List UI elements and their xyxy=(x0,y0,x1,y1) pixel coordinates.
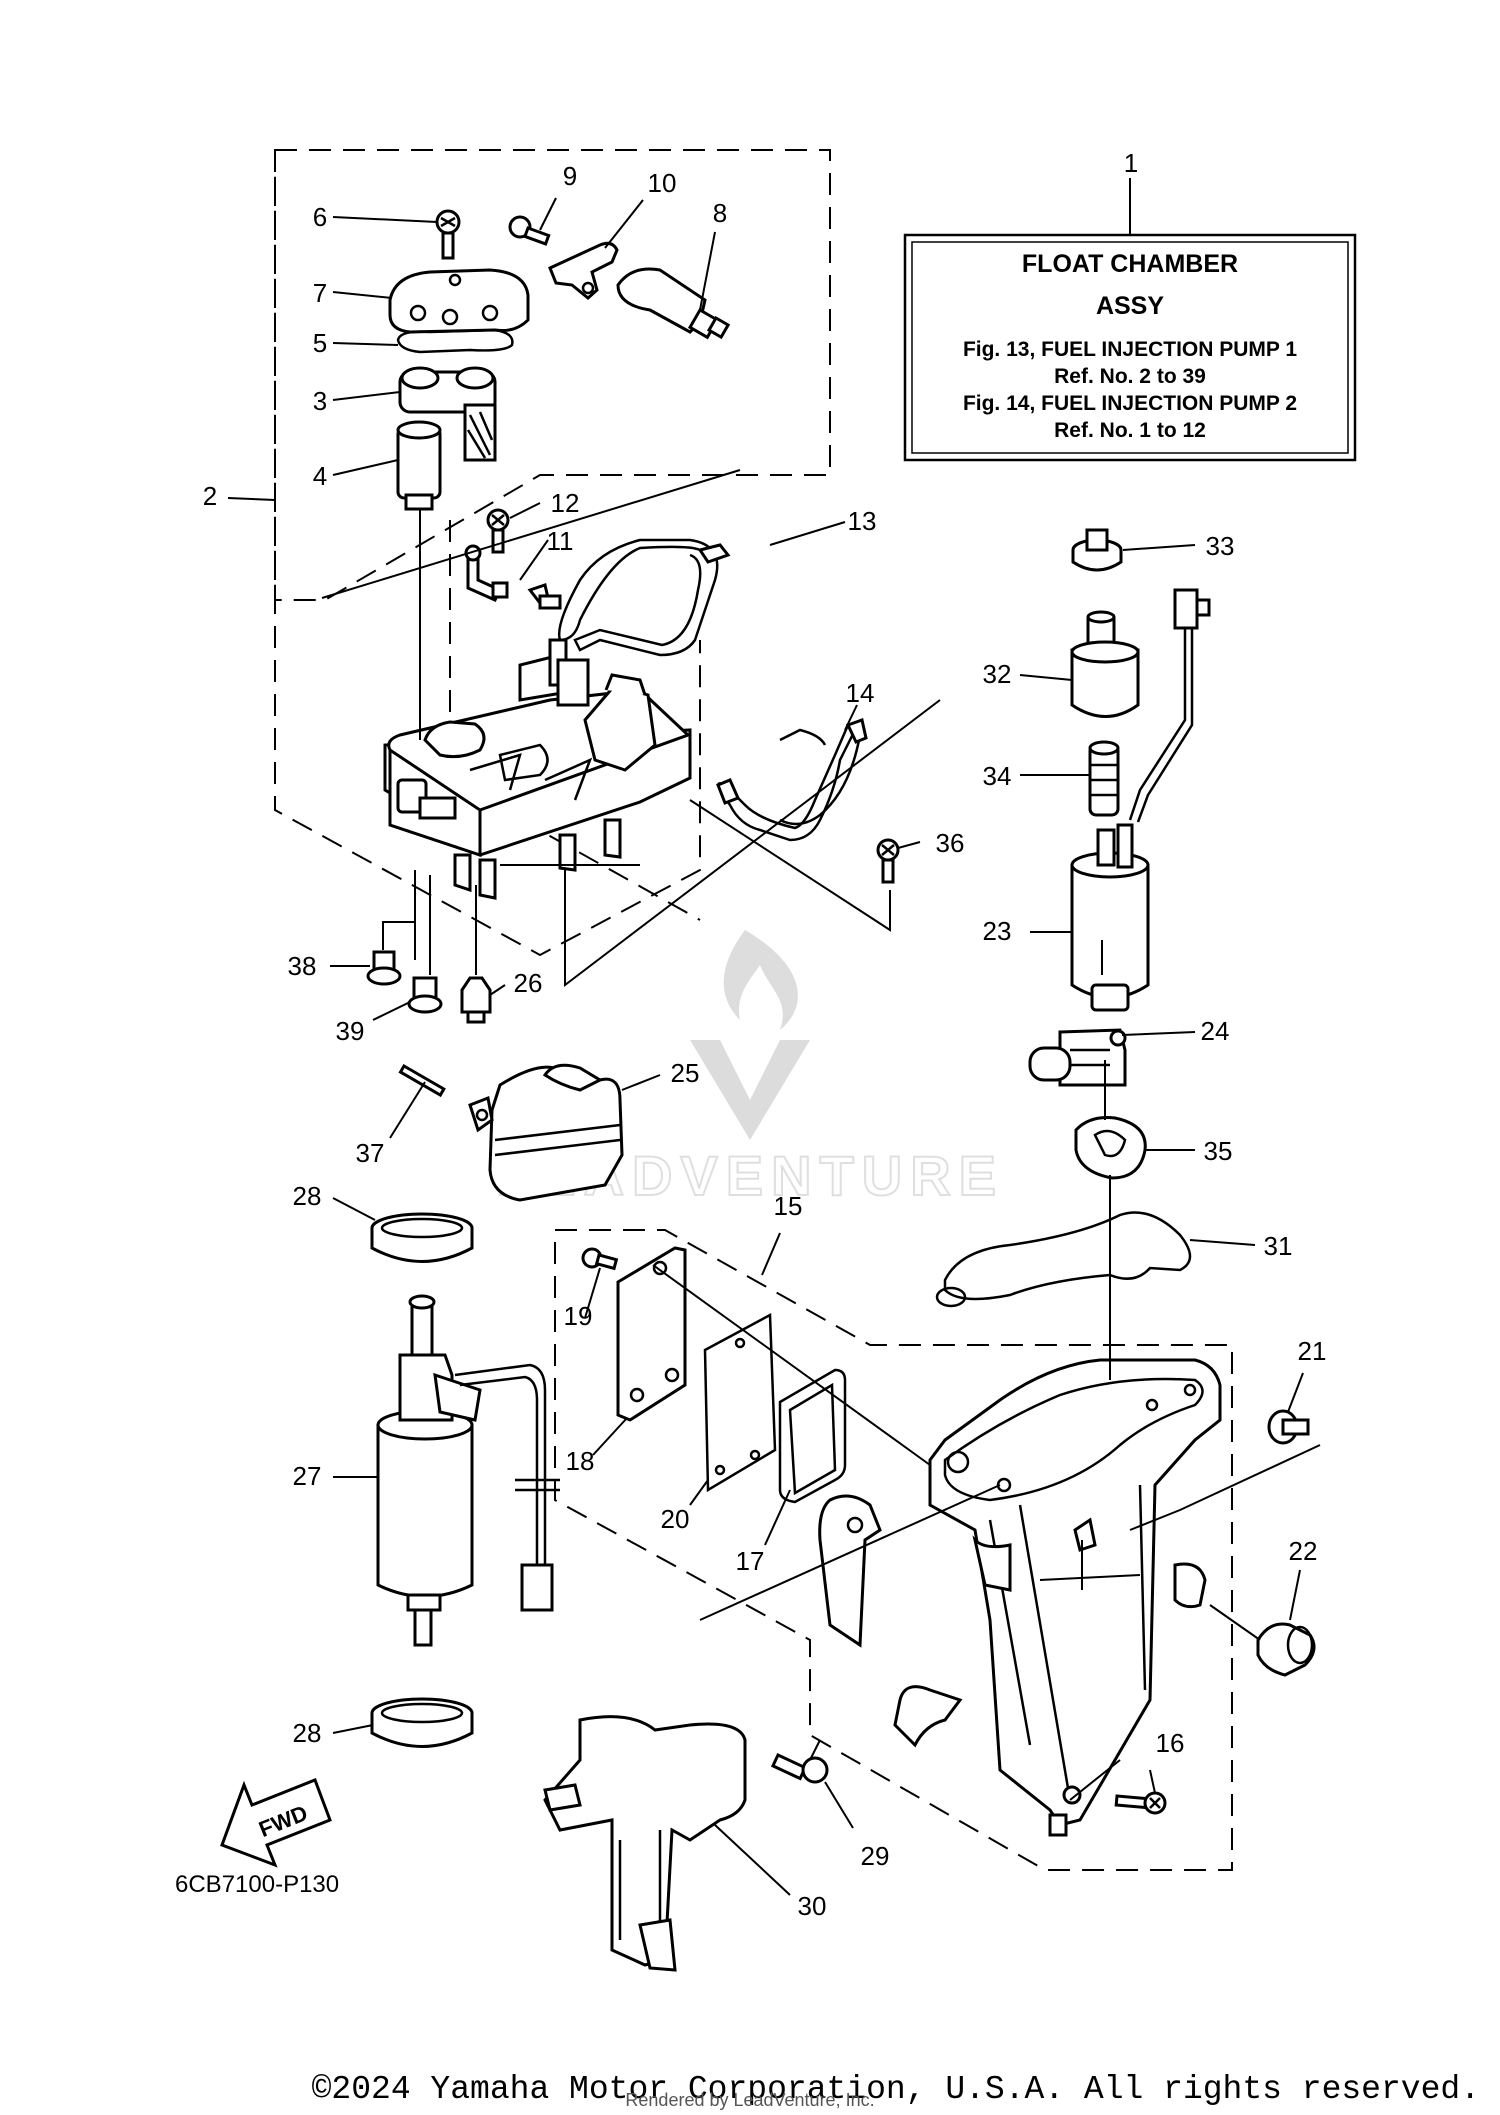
part-27-fuel-pump xyxy=(376,1294,560,1647)
part-6-screw xyxy=(435,209,461,260)
part-22-damper xyxy=(1256,1622,1316,1677)
callout-38: 38 xyxy=(288,951,317,981)
info-box-ref1: Fig. 13, FUEL INJECTION PUMP 1 xyxy=(963,338,1297,361)
callout-18: 18 xyxy=(566,1446,595,1476)
reference-lines-pump xyxy=(321,469,941,988)
callout-39: 39 xyxy=(336,1016,365,1046)
part-9-screw xyxy=(508,215,551,246)
callout-29: 29 xyxy=(861,1841,890,1871)
callout-28-bottom: 28 xyxy=(293,1718,322,1748)
callout-31: 31 xyxy=(1264,1231,1293,1261)
callout-leaders xyxy=(227,178,1304,1896)
callout-14: 14 xyxy=(846,678,875,708)
part-32-housing xyxy=(1070,610,1140,718)
callout-26: 26 xyxy=(514,968,543,998)
callout-15: 15 xyxy=(774,1191,803,1221)
part-7-cover xyxy=(388,268,530,334)
part-33-grommet xyxy=(1071,528,1123,572)
part-5-gasket xyxy=(396,328,514,354)
part-38-bolt xyxy=(366,950,402,986)
part-36-screw xyxy=(876,838,900,884)
callout-8: 8 xyxy=(713,198,727,228)
connection-lines xyxy=(652,940,1321,1801)
callout-13: 13 xyxy=(848,506,877,536)
callout-19: 19 xyxy=(564,1301,593,1331)
part-21-grommet xyxy=(1267,1409,1310,1445)
part-26-check-valve xyxy=(460,976,492,1024)
callout-20: 20 xyxy=(661,1504,690,1534)
callout-12: 12 xyxy=(551,488,580,518)
part-39-bolt xyxy=(407,976,443,1014)
callout-7: 7 xyxy=(313,278,327,308)
callout-24: 24 xyxy=(1201,1016,1230,1046)
callout-labels: 1 2 3 4 5 6 7 8 9 10 11 12 13 14 15 16 1… xyxy=(203,148,1327,1921)
part-20-plate xyxy=(703,1312,777,1493)
part-4-sleeve xyxy=(396,420,442,511)
callout-22: 22 xyxy=(1289,1536,1318,1566)
callout-32: 32 xyxy=(983,659,1012,689)
fwd-arrow: FWD xyxy=(220,1778,332,1868)
part-10-bracket xyxy=(548,241,619,300)
part-28-ring-top xyxy=(370,1212,474,1263)
pump-body xyxy=(383,638,692,900)
part-17-gasket xyxy=(778,1368,847,1504)
part-31-gasket xyxy=(935,1211,1192,1308)
float-chamber-body xyxy=(928,1358,1222,1837)
callout-17: 17 xyxy=(736,1546,765,1576)
callout-16: 16 xyxy=(1156,1728,1185,1758)
callout-4: 4 xyxy=(313,461,327,491)
callout-37: 37 xyxy=(356,1138,385,1168)
info-box-ref1-range: Ref. No. 2 to 39 xyxy=(1054,365,1206,388)
callout-6: 6 xyxy=(313,202,327,232)
callout-35: 35 xyxy=(1204,1136,1233,1166)
rendered-by-text: Rendered by LeadVenture, Inc. xyxy=(625,2090,874,2110)
part-16-screw xyxy=(1114,1791,1167,1815)
callout-21: 21 xyxy=(1298,1336,1327,1366)
part-23-pump xyxy=(1070,823,1150,1012)
callout-2: 2 xyxy=(203,481,217,511)
info-box: FLOAT CHAMBER ASSY Fig. 13, FUEL INJECTI… xyxy=(903,233,1357,462)
info-box-ref2: Fig. 14, FUEL INJECTION PUMP 2 xyxy=(963,392,1297,415)
part-19-screw xyxy=(581,1247,619,1271)
callout-27: 27 xyxy=(293,1461,322,1491)
callout-23: 23 xyxy=(983,916,1012,946)
part-24-filter xyxy=(1028,1028,1127,1087)
part-12-screw xyxy=(486,508,510,554)
part-14-hose xyxy=(716,718,868,842)
callout-9: 9 xyxy=(563,161,577,191)
info-box-title-line1: FLOAT CHAMBER xyxy=(1022,250,1238,278)
part-13-hose xyxy=(558,538,731,657)
callout-36: 36 xyxy=(936,828,965,858)
part-34-damper xyxy=(1088,740,1120,817)
info-box-title-line2: ASSY xyxy=(1096,292,1164,320)
callout-5: 5 xyxy=(313,328,327,358)
part-11-fitting xyxy=(464,544,562,610)
copyright-text: ©2024 Yamaha Motor Corporation, U.S.A. A… xyxy=(312,2071,1480,2108)
part-29-bolt xyxy=(770,1753,829,1784)
callout-10: 10 xyxy=(648,168,677,198)
callout-30: 30 xyxy=(798,1891,827,1921)
part-30-bracket xyxy=(543,1715,747,1972)
fuel-pump-wiring xyxy=(1128,588,1211,823)
part-25-cover xyxy=(468,1063,624,1202)
part-35-holder xyxy=(1074,1116,1147,1180)
callout-11: 11 xyxy=(547,526,574,556)
part-37-pin xyxy=(398,1063,446,1098)
callout-1: 1 xyxy=(1124,148,1138,178)
part-28-ring-bottom xyxy=(370,1697,474,1748)
callout-34: 34 xyxy=(983,761,1012,791)
part-8-valve xyxy=(616,267,731,340)
callout-3: 3 xyxy=(313,386,327,416)
callout-25: 25 xyxy=(671,1058,700,1088)
info-box-ref2-range: Ref. No. 1 to 12 xyxy=(1054,419,1206,442)
callout-33: 33 xyxy=(1206,531,1235,561)
diagram-code: 6CB7100-P130 xyxy=(175,1871,339,1898)
part-18-plate xyxy=(616,1246,687,1422)
callout-28-top: 28 xyxy=(293,1181,322,1211)
mount-bracket-left xyxy=(818,1494,1012,1748)
